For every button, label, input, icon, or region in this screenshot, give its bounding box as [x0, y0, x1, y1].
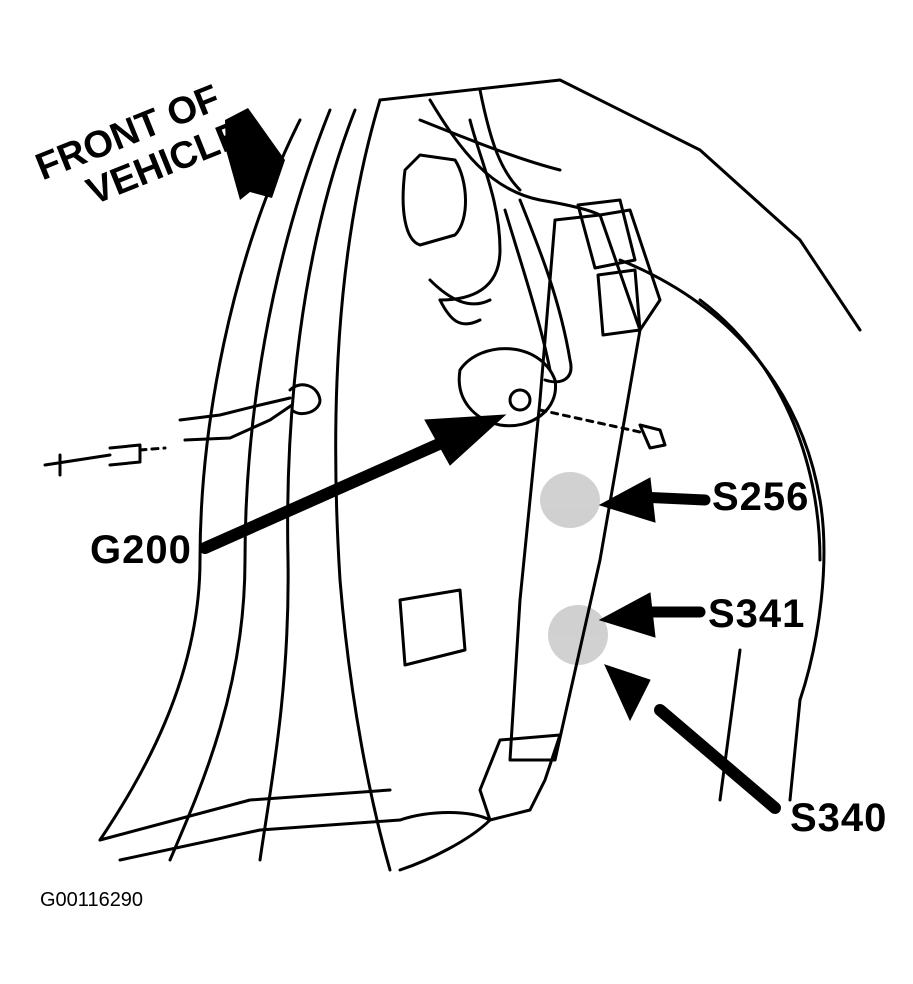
- arrow-g200: [199, 434, 454, 554]
- panel-recess-low: [398, 588, 467, 667]
- panel-recess-top: [401, 153, 467, 247]
- ground-screw: [638, 423, 667, 450]
- callout-s341: S341: [708, 592, 806, 636]
- callout-s340: S340: [790, 796, 888, 840]
- callout-s256: S256: [712, 475, 810, 519]
- door-frame-outer: [98, 118, 302, 842]
- door-frame-inner-2: [258, 108, 357, 862]
- arrow-s340: [654, 704, 781, 814]
- sill-line: [98, 788, 392, 842]
- plug-bolt: [43, 443, 142, 477]
- figure-id: G00116290: [40, 889, 144, 911]
- wheel-arch: [618, 258, 826, 702]
- front-arrow-icon: [225, 108, 285, 200]
- splice-s341-area: [548, 605, 608, 665]
- b-pillar-panel: [378, 78, 862, 332]
- grommet: [288, 383, 322, 416]
- door-frame-edge: [334, 98, 392, 872]
- connector-block: [576, 198, 637, 270]
- harness-pigtail: [178, 396, 292, 422]
- splice-s256-area: [540, 472, 600, 528]
- door-frame-inner-1: [168, 108, 332, 862]
- trim-panel: [508, 213, 642, 762]
- trim-boot: [478, 733, 562, 822]
- wire-harness: [428, 98, 602, 217]
- callout-g200: G200: [90, 528, 192, 572]
